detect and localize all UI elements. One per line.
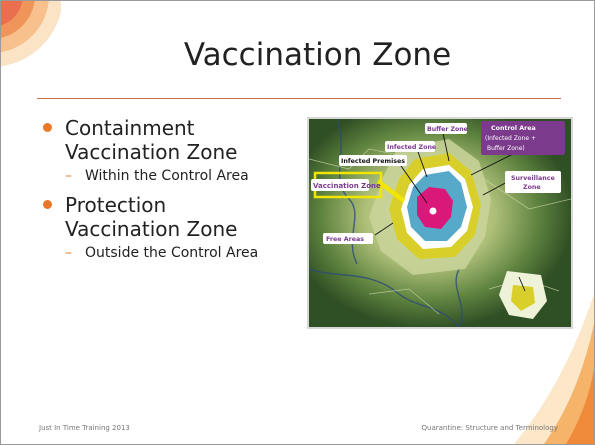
buffer-zone-label: Buffer Zone — [427, 126, 468, 133]
free-areas-label: Free Areas — [326, 236, 364, 243]
vaccination-zone-map: Vaccination Zone Buffer Zone Control Are… — [307, 117, 573, 329]
corner-decoration-bottom-right — [514, 294, 594, 444]
vaccination-zone-label-bg — [311, 179, 369, 191]
zone-map-graphic: Vaccination Zone Buffer Zone Control Are… — [309, 119, 571, 327]
slide-title: Vaccination Zone — [183, 37, 452, 73]
sub-bullet-text: Within the Control Area — [85, 168, 249, 184]
bullet-text: Protection Vaccination Zone — [65, 193, 238, 241]
surveillance-zone-label-bg — [505, 171, 561, 193]
control-area-label-bg — [481, 121, 565, 155]
bullet-dot-icon — [43, 200, 52, 209]
sub-bullet-item: – Outside the Control Area — [43, 244, 283, 262]
infected-premises-label: Infected Premises — [341, 158, 405, 165]
corner-decoration-top-left — [1, 1, 61, 67]
secondary-buffer-area — [511, 285, 535, 311]
bullet-dot-icon — [43, 123, 52, 132]
sub-bullet-item: – Within the Control Area — [43, 167, 283, 185]
footer-right: Quarantine: Structure and Terminology — [421, 424, 558, 432]
free-areas-label-bg — [323, 233, 373, 244]
buffer-zone-label-bg — [425, 123, 467, 134]
vaccination-zone-arrow-icon — [377, 179, 405, 203]
sub-bullet-text: Outside the Control Area — [85, 245, 259, 261]
infected-premises-label-bg — [339, 155, 407, 166]
dash-icon: – — [65, 245, 72, 261]
bullet-text: Containment Vaccination Zone — [65, 116, 238, 164]
bullet-item: Containment Vaccination Zone — [43, 116, 283, 164]
control-area-detail-line-2: Buffer Zone) — [487, 145, 525, 152]
infected-premises-marker — [429, 207, 437, 215]
footer-left: Just In Time Training 2013 — [39, 424, 130, 432]
title-divider — [37, 98, 561, 99]
control-area-detail-line-1: (Infected Zone + — [485, 135, 536, 142]
infected-zone-label-bg — [385, 141, 435, 152]
dash-icon: – — [65, 168, 72, 184]
control-area-label: Control Area — [491, 125, 536, 132]
infected-zone-label: Infected Zone — [387, 144, 436, 151]
surveillance-zone-label-line-1: Surveillance — [511, 175, 555, 182]
bullet-list: Containment Vaccination Zone – Within th… — [43, 116, 283, 270]
surveillance-zone-label-line-2: Zone — [523, 184, 541, 191]
infected-premises-area — [417, 187, 453, 229]
vaccination-zone-label: Vaccination Zone — [313, 182, 381, 190]
bullet-item: Protection Vaccination Zone — [43, 193, 283, 241]
